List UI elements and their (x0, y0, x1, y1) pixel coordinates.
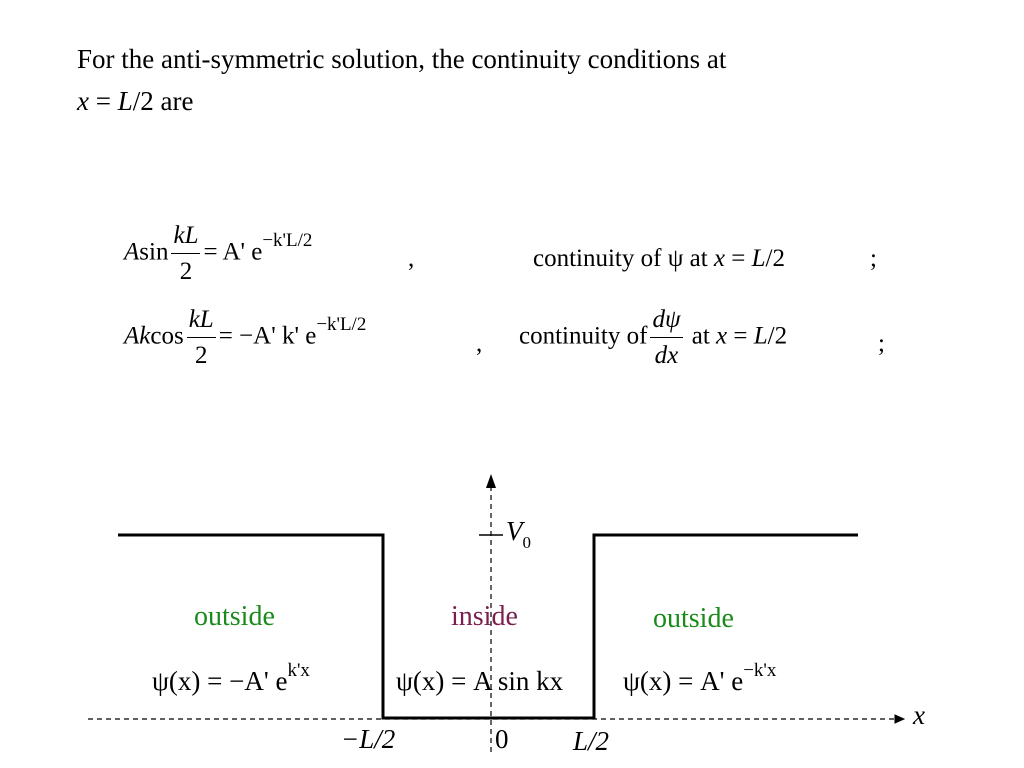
label-inside: inside (451, 601, 518, 632)
intro-x-var: x (77, 86, 89, 116)
eq1-condition-rest: /2 (765, 245, 785, 272)
x-axis-label: x (913, 700, 925, 731)
wavefunction-right: ψ(x) = A' e−k'x (623, 660, 776, 697)
tick-left: −L/2 (341, 724, 395, 755)
x-axis-var: x (913, 700, 925, 730)
intro-rest: /2 are (132, 86, 194, 116)
intro-line-2: x = L/2 are (77, 80, 726, 122)
tick-right: L/2 (573, 726, 609, 757)
wf-left-text: ψ(x) = −A' e (152, 666, 288, 696)
eq2-cos: cos (150, 322, 184, 350)
intro-L-var: L (117, 86, 133, 116)
eq2-fraction: kL 2 (186, 306, 216, 370)
eq1-rhs-exponent: −k'L/2 (262, 229, 313, 251)
eq1-condition-eq: = (725, 245, 752, 272)
wavefunction-left: ψ(x) = −A' ek'x (152, 660, 310, 697)
eq1-sin: sin (139, 238, 169, 266)
eq2-deriv-num: dψ (650, 306, 683, 338)
eq2-condition-rest: /2 (767, 322, 788, 350)
eq1-A: A (124, 238, 140, 266)
eq1-rhs: = A' e (203, 238, 263, 266)
wavefunction-center: ψ(x) = A sin kx (396, 666, 564, 696)
eq2-frac-den: 2 (194, 342, 208, 369)
eq2-derivative: dψ dx (650, 306, 683, 370)
y-axis-arrowhead (486, 474, 496, 488)
eq2-condition-eq: = (727, 322, 754, 350)
eq2-Ak: Ak (124, 322, 151, 350)
eq2-rhs-exponent: −k'L/2 (316, 313, 367, 335)
tick-right-text: L/2 (573, 726, 610, 756)
eq1-comma: , (408, 245, 415, 272)
label-outside-left: outside (194, 601, 275, 632)
tick-left-text: −L/2 (341, 724, 396, 754)
eq1-frac-den: 2 (179, 258, 193, 285)
v0-V: V (506, 516, 523, 546)
eq1-semicolon: ; (870, 245, 877, 272)
eq1-condition-text: continuity of ψ at (533, 245, 708, 272)
eq2-condition-x: x (716, 322, 728, 350)
eq2-condition-at: at (691, 322, 710, 350)
intro-line-1: For the anti-symmetric solution, the con… (77, 44, 727, 74)
eq2-semicolon: ; (878, 330, 885, 357)
eq1-condition-L: L (751, 245, 766, 272)
eq2-frac-num: kL (186, 306, 216, 338)
intro-equals: = (88, 86, 118, 116)
label-outside-right: outside (653, 603, 734, 634)
v0-label: V0 (506, 516, 531, 552)
wf-right-text: ψ(x) = A' e (623, 666, 744, 696)
wf-right-exponent: −k'x (743, 660, 777, 681)
intro-text: For the anti-symmetric solution, the con… (77, 38, 726, 122)
eq2-deriv-den: dx (654, 342, 679, 369)
eq1-fraction: kL 2 (171, 222, 201, 286)
eq2-condition-text: continuity of (519, 322, 648, 350)
v0-subscript: 0 (522, 533, 532, 552)
tick-zero: 0 (495, 724, 509, 754)
eq1-frac-num: kL (171, 222, 201, 254)
wf-left-exponent: k'x (287, 660, 310, 681)
eq2-comma: , (476, 330, 483, 357)
eq2-condition-L: L (753, 322, 768, 350)
eq1-condition: continuity of ψ at x = L/2 (533, 245, 785, 273)
eq2-rhs: = −A' k' e (218, 322, 317, 350)
eq1-condition-x: x (713, 245, 726, 272)
well-profile (118, 533, 858, 720)
